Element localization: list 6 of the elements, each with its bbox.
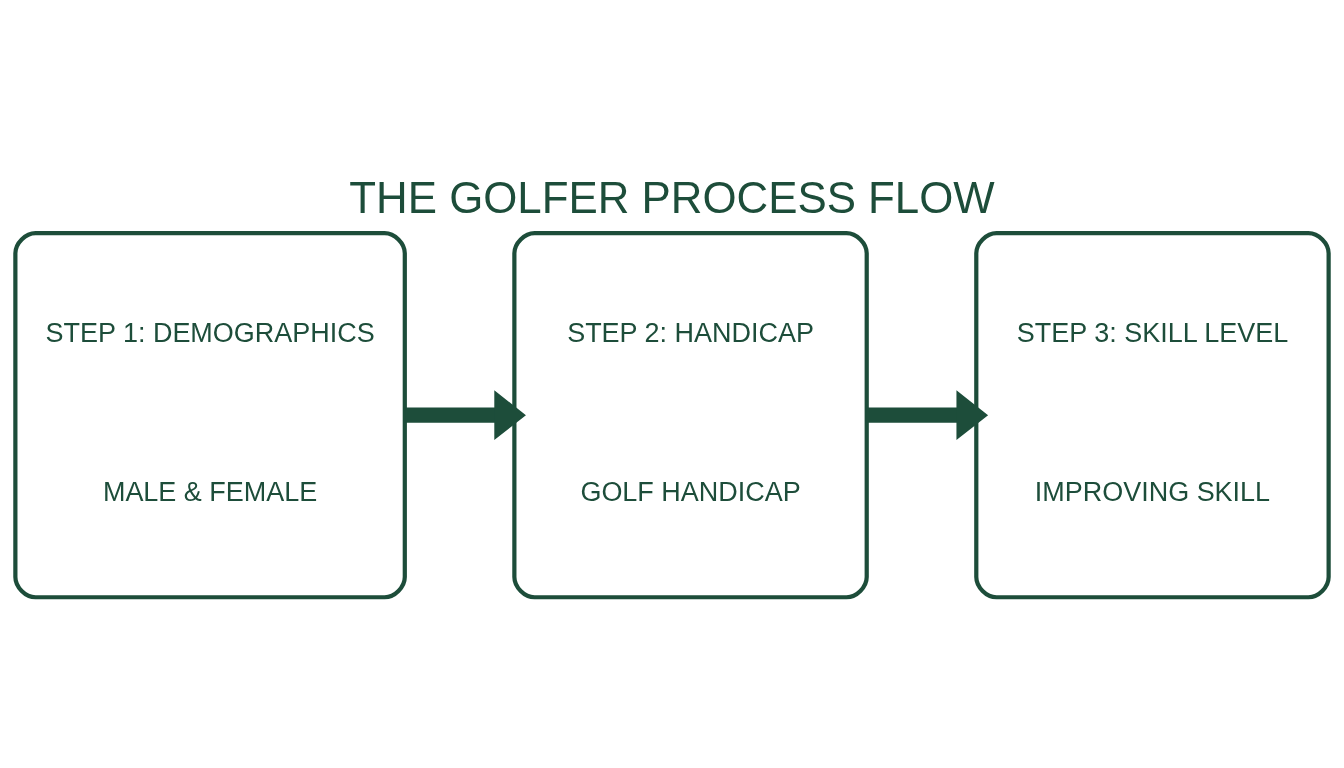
- node-box: STEP 1: DEMOGRAPHICS MALE & FEMALE: [13, 231, 407, 600]
- diagram-title: THE GOLFER PROCESS FLOW: [349, 172, 995, 222]
- arrow: [405, 390, 526, 441]
- node-box: STEP 2: HANDICAP GOLF HANDICAP: [512, 231, 869, 600]
- arrow: [866, 390, 989, 441]
- node-box: STEP 3: SKILL LEVEL IMPROVING SKILL: [974, 231, 1331, 600]
